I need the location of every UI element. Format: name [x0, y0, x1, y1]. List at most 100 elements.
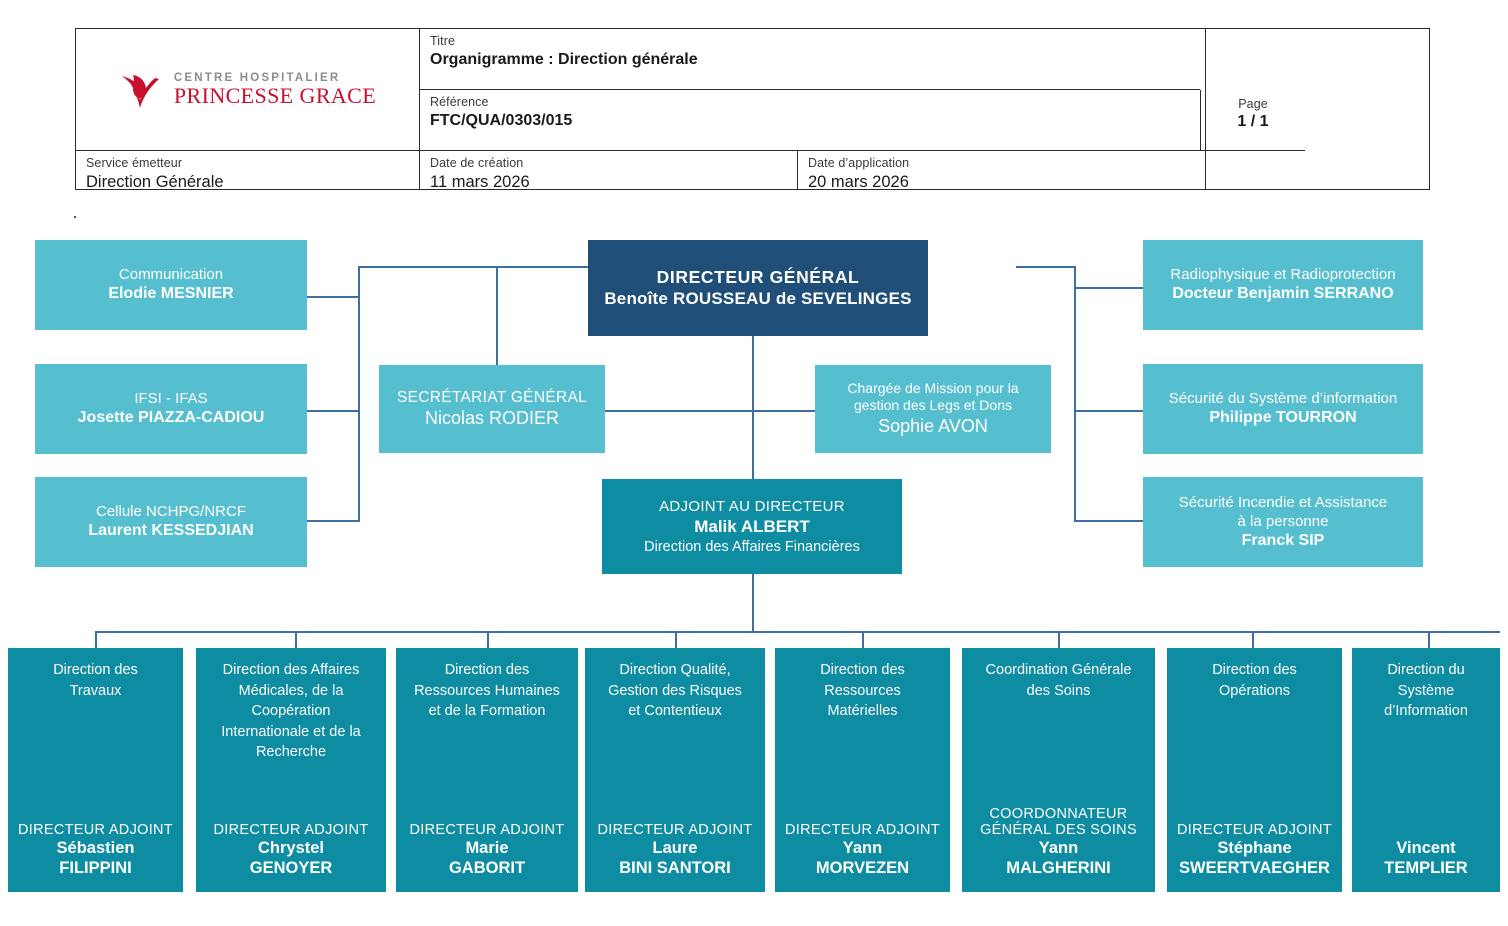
box-direction-affaires-medicales[interactable]: Direction des Affaires Médicales, de la … [196, 648, 386, 892]
connector-adjoint-stem [752, 574, 754, 632]
dsi-name-line2: TEMPLIER [1384, 858, 1468, 877]
reference-value: FTC/QUA/0303/015 [430, 111, 573, 129]
box-adjoint-directeur[interactable]: ADJOINT AU DIRECTEUR Malik ALBERT Direct… [602, 479, 902, 574]
operations-dept-line1: Direction des [1212, 662, 1297, 678]
communication-name: Elodie MESNIER [108, 285, 234, 303]
adjoint-title: ADJOINT AU DIRECTEUR [659, 497, 845, 515]
box-securite-systeme-information[interactable]: Sécurité du Système d’information Philip… [1143, 364, 1423, 454]
connector-to-securite-si [1074, 410, 1144, 412]
dsi-dept-line3: d’Information [1384, 703, 1468, 720]
box-securite-incendie[interactable]: Sécurité Incendie et Assistance à la per… [1143, 477, 1423, 567]
communication-title: Communication [118, 266, 224, 284]
connector-drop-8 [1428, 631, 1430, 649]
adjoint-subtitle: Direction des Affaires Financières [644, 538, 860, 555]
soins-dept-line2: des Soins [1026, 682, 1091, 699]
connector-right-trunk [1074, 266, 1076, 521]
rh-role: DIRECTEUR ADJOINT [409, 821, 565, 838]
box-direction-ressources-materielles[interactable]: Direction des Ressources Matérielles DIR… [775, 648, 950, 892]
connector-drop-7 [1252, 631, 1254, 649]
ifsi-ifas-name: Josette PIAZZA-CADIOU [77, 409, 265, 427]
medicales-name-line2: GENOYER [249, 858, 333, 877]
connector-dg-to-adjoint [752, 336, 754, 481]
connector-to-radiophysique [1074, 287, 1144, 289]
date-creation-cell: Date de création 11 mars 2026 [419, 151, 797, 191]
box-radiophysique[interactable]: Radiophysique et Radioprotection Docteur… [1143, 240, 1423, 330]
titre-cell: Titre Organigramme : Direction générale [419, 29, 1200, 90]
box-ifsi-ifas[interactable]: IFSI - IFAS Josette PIAZZA-CADIOU [35, 364, 307, 454]
secretariat-name: Nicolas RODIER [424, 408, 560, 429]
box-communication[interactable]: Communication Elodie MESNIER [35, 240, 307, 330]
date-creation-value: 11 mars 2026 [430, 172, 530, 191]
reference-cell: Référence FTC/QUA/0303/015 [419, 90, 1200, 151]
service-value: Direction Générale [86, 172, 224, 191]
qualite-dept-line2: Gestion des Risques [608, 682, 742, 699]
medicales-dept-line3: Coopération [251, 703, 331, 720]
travaux-dept-line2: Travaux [69, 682, 122, 699]
box-direction-ressources-humaines[interactable]: Direction des Ressources Humaines et de … [396, 648, 578, 892]
qualite-dept-line1: Direction Qualité, [619, 662, 731, 678]
securite-si-name: Philippe TOURRON [1209, 409, 1357, 427]
logo-line1: CENTRE HOSPITALIER [173, 71, 341, 84]
box-cellule-nchpg-nrcf[interactable]: Cellule NCHPG/NRCF Laurent KESSEDJIAN [35, 477, 307, 567]
rh-dept-line2: Ressources Humaines [414, 682, 560, 699]
connector-drop-5 [862, 631, 864, 649]
medicales-dept-line2: Médicales, de la [238, 682, 344, 699]
stray-dot [74, 216, 76, 218]
connector-dg-to-right [1016, 266, 1076, 268]
medicales-name-line1: Chrystel [257, 838, 325, 857]
operations-name-line1: Stéphane [1217, 838, 1292, 857]
page-value: 1 / 1 [1237, 112, 1269, 130]
date-application-cell: Date d’application 20 mars 2026 [797, 151, 1200, 191]
soins-role-line2: GÉNÉRAL DES SOINS [980, 821, 1137, 838]
soins-name-line1: Yann [1038, 838, 1079, 857]
soins-dept-line1: Coordination Générale [985, 662, 1132, 678]
radiophysique-title: Radiophysique et Radioprotection [1170, 266, 1396, 284]
qualite-name-line1: Laure [652, 838, 698, 857]
box-direction-operations[interactable]: Direction des Opérations DIRECTEUR ADJOI… [1167, 648, 1342, 892]
logo-line2: PRINCESSE GRACE [173, 83, 377, 109]
box-coordination-generale-soins[interactable]: Coordination Générale des Soins COORDONN… [962, 648, 1155, 892]
directeur-general-name: Benoîte ROUSSEAU de SEVELINGES [604, 289, 912, 309]
radiophysique-name: Docteur Benjamin SERRANO [1172, 285, 1394, 303]
securite-incendie-title-line2: à la personne [1237, 512, 1329, 530]
soins-role-line1: COORDONNATEUR [989, 805, 1128, 822]
materielles-dept-line1: Direction des [820, 662, 905, 678]
materielles-dept-line3: Matérielles [827, 703, 898, 720]
box-chargee-mission[interactable]: Chargée de Mission pour la gestion des L… [815, 365, 1051, 453]
hospital-logo-icon [119, 67, 165, 113]
travaux-dept-line1: Direction des [53, 662, 138, 678]
materielles-name-line2: MORVEZEN [815, 858, 910, 877]
dsi-dept-line2: Système [1397, 682, 1455, 699]
materielles-name-line1: Yann [842, 838, 883, 857]
connector-left-trunk [358, 266, 360, 521]
connector-drop-2 [295, 631, 297, 649]
box-direction-travaux[interactable]: Direction des Travaux DIRECTEUR ADJOINT … [8, 648, 183, 892]
connector-to-ifsi [305, 410, 360, 412]
connector-drop-4 [675, 631, 677, 649]
mission-title-line1: Chargée de Mission pour la [847, 379, 1019, 396]
connector-department-bus [95, 631, 1500, 633]
box-directeur-general[interactable]: DIRECTEUR GÉNÉRAL Benoîte ROUSSEAU de SE… [588, 240, 928, 336]
qualite-dept-line3: et Contentieux [628, 703, 722, 720]
mission-name: Sophie AVON [878, 416, 988, 437]
securite-incendie-name: Franck SIP [1241, 531, 1325, 549]
document-header-table: CENTRE HOSPITALIER PRINCESSE GRACE Titre… [75, 28, 1430, 191]
box-secretariat-general[interactable]: SECRÉTARIAT GÉNÉRAL Nicolas RODIER [379, 365, 605, 453]
materielles-role: DIRECTEUR ADJOINT [785, 821, 940, 838]
rh-name-line1: Marie [465, 838, 509, 857]
reference-label: Référence [430, 95, 489, 109]
logo-cell: CENTRE HOSPITALIER PRINCESSE GRACE [76, 29, 419, 151]
box-direction-systeme-information[interactable]: Direction du Système d’Information Vince… [1352, 648, 1500, 892]
connector-to-cellule [305, 520, 360, 522]
connector-secretariat-to-mission [605, 410, 815, 412]
titre-value: Organigramme : Direction générale [430, 50, 698, 68]
qualite-role: DIRECTEUR ADJOINT [597, 821, 753, 838]
securite-incendie-title-line1: Sécurité Incendie et Assistance [1178, 493, 1388, 511]
box-direction-qualite[interactable]: Direction Qualité, Gestion des Risques e… [585, 648, 765, 892]
travaux-name-line2: FILIPPINI [59, 858, 132, 877]
connector-left-top-to-dg [358, 266, 590, 268]
travaux-role: DIRECTEUR ADJOINT [18, 821, 173, 838]
date-creation-label: Date de création [430, 156, 524, 170]
service-label: Service émetteur [86, 156, 183, 170]
